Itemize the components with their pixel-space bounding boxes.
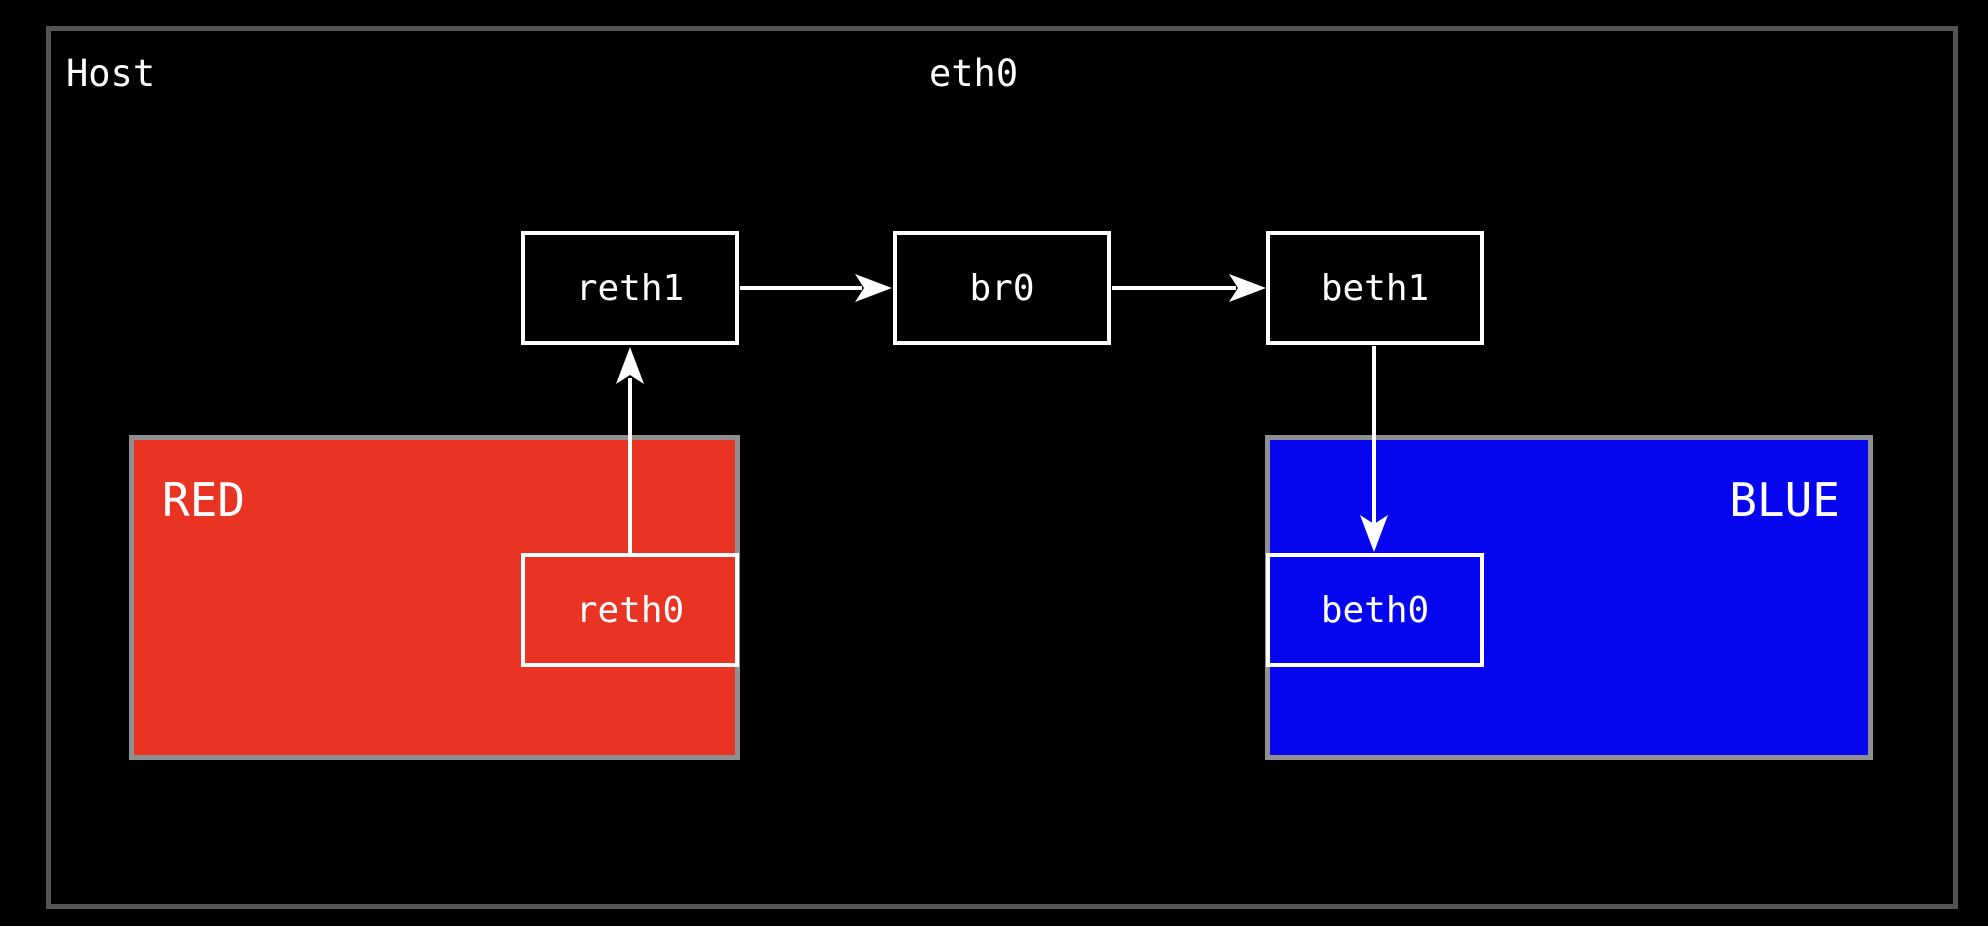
eth0-label: eth0 bbox=[929, 52, 1019, 95]
node-reth0-label: reth0 bbox=[575, 589, 685, 631]
node-beth1-label: beth1 bbox=[1320, 267, 1430, 309]
red-namespace-label: RED bbox=[162, 473, 246, 527]
blue-namespace-label: BLUE bbox=[1729, 473, 1840, 527]
node-reth1-label: reth1 bbox=[575, 267, 685, 309]
node-reth1: reth1 bbox=[521, 231, 739, 345]
node-beth0-label: beth0 bbox=[1320, 589, 1430, 631]
node-reth0: reth0 bbox=[521, 553, 739, 667]
node-br0-label: br0 bbox=[969, 267, 1035, 309]
blue-namespace: BLUE bbox=[1265, 435, 1873, 760]
red-namespace: RED bbox=[129, 435, 740, 760]
node-beth0: beth0 bbox=[1266, 553, 1484, 667]
host-container bbox=[46, 26, 1958, 909]
node-br0: br0 bbox=[893, 231, 1111, 345]
node-beth1: beth1 bbox=[1266, 231, 1484, 345]
host-label: Host bbox=[66, 52, 156, 95]
